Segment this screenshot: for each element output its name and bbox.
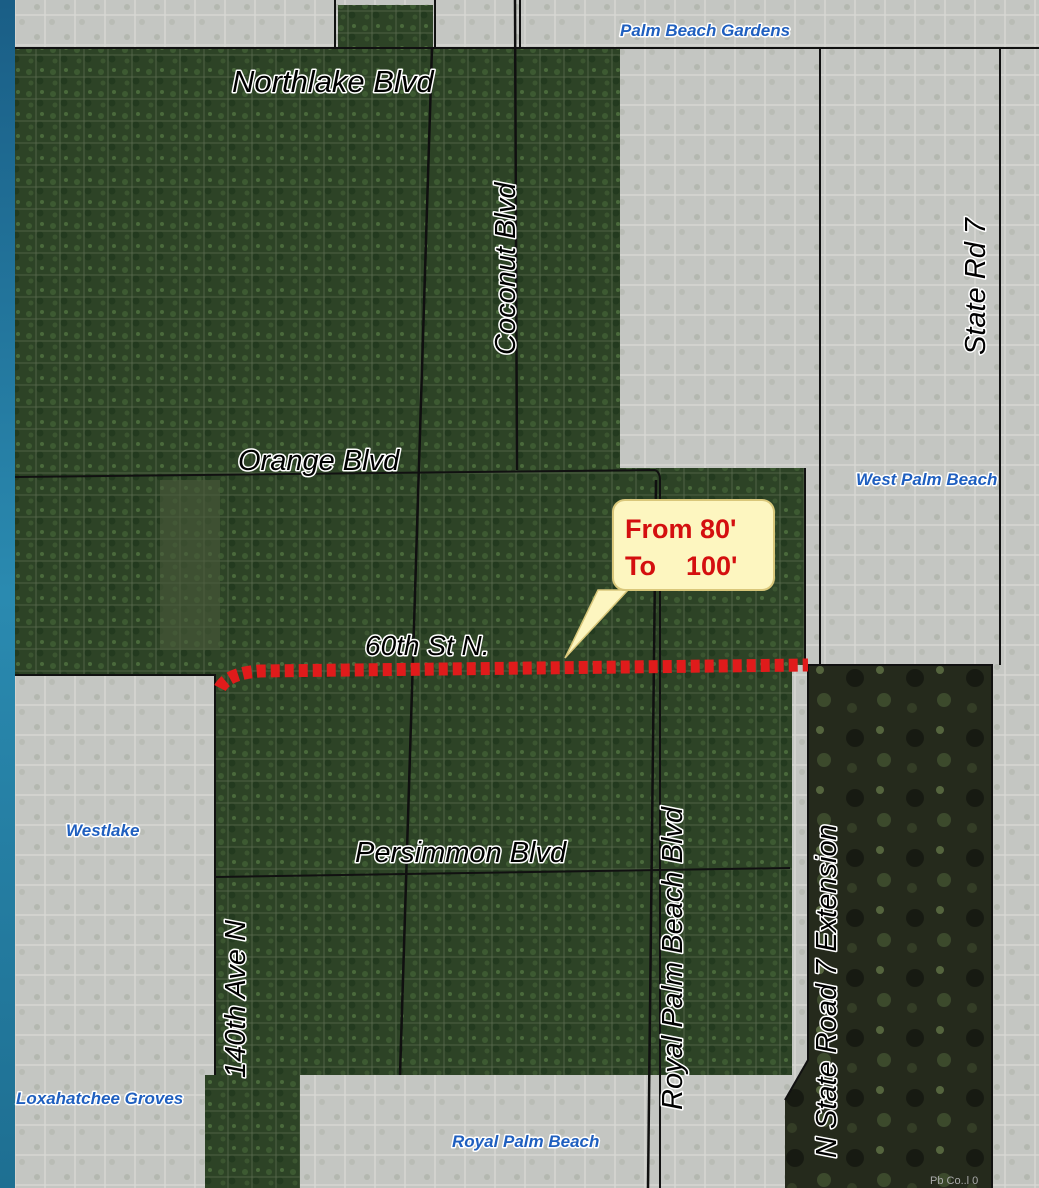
royal-palm-beach-label: Royal Palm Beach [452, 1132, 599, 1151]
orange-clearing [160, 480, 220, 650]
callout-from-text: From 80' [625, 514, 736, 544]
sr7-extension-label: N State Road 7 Extension [811, 824, 843, 1158]
major-roads [398, 0, 658, 1188]
boundary-lines [14, 0, 1039, 1188]
west-palm-beach-label: West Palm Beach [856, 470, 997, 489]
60th-st-label: 60th St N. [365, 630, 490, 661]
source-watermark: Pb Co..l 0 [930, 1175, 978, 1187]
north-aerial-strip [135, 0, 335, 48]
callout-pointer [564, 589, 630, 659]
60th-st-widening-segment [214, 658, 809, 692]
frame-bar [0, 0, 15, 1188]
state-rd-7-label: State Rd 7 [960, 216, 992, 355]
westlake-label: Westlake [66, 821, 139, 840]
place-labels: Palm Beach Gardens West Palm Beach Westl… [15, 20, 999, 1153]
coconut-blvd-label: Coconut Blvd [490, 182, 522, 355]
palm-beach-gardens-label: Palm Beach Gardens [620, 21, 790, 40]
callout-box [612, 499, 775, 591]
northlake-blvd-label: Northlake Blvd [232, 64, 435, 99]
140th-ave-label: 140th Ave N [220, 920, 252, 1078]
acreage-aerial-area [15, 48, 805, 1075]
callout-to-text: To 100' [625, 551, 737, 581]
north-aerial-strip-dark [338, 5, 433, 48]
south-aerial-strip [205, 1075, 300, 1188]
persimmon-blvd-label: Persimmon Blvd [355, 837, 567, 869]
loxahatchee-groves-label: Loxahatchee Groves [16, 1089, 183, 1108]
preserve-area [785, 665, 992, 1188]
orange-blvd-label: Orange Blvd [238, 445, 400, 477]
widening-callout: From 80' To 100' [564, 499, 775, 659]
royal-palm-beach-blvd-label: Royal Palm Beach Blvd [657, 806, 689, 1110]
road-labels: Northlake Blvd Orange Blvd 60th St N. Pe… [219, 63, 994, 1160]
